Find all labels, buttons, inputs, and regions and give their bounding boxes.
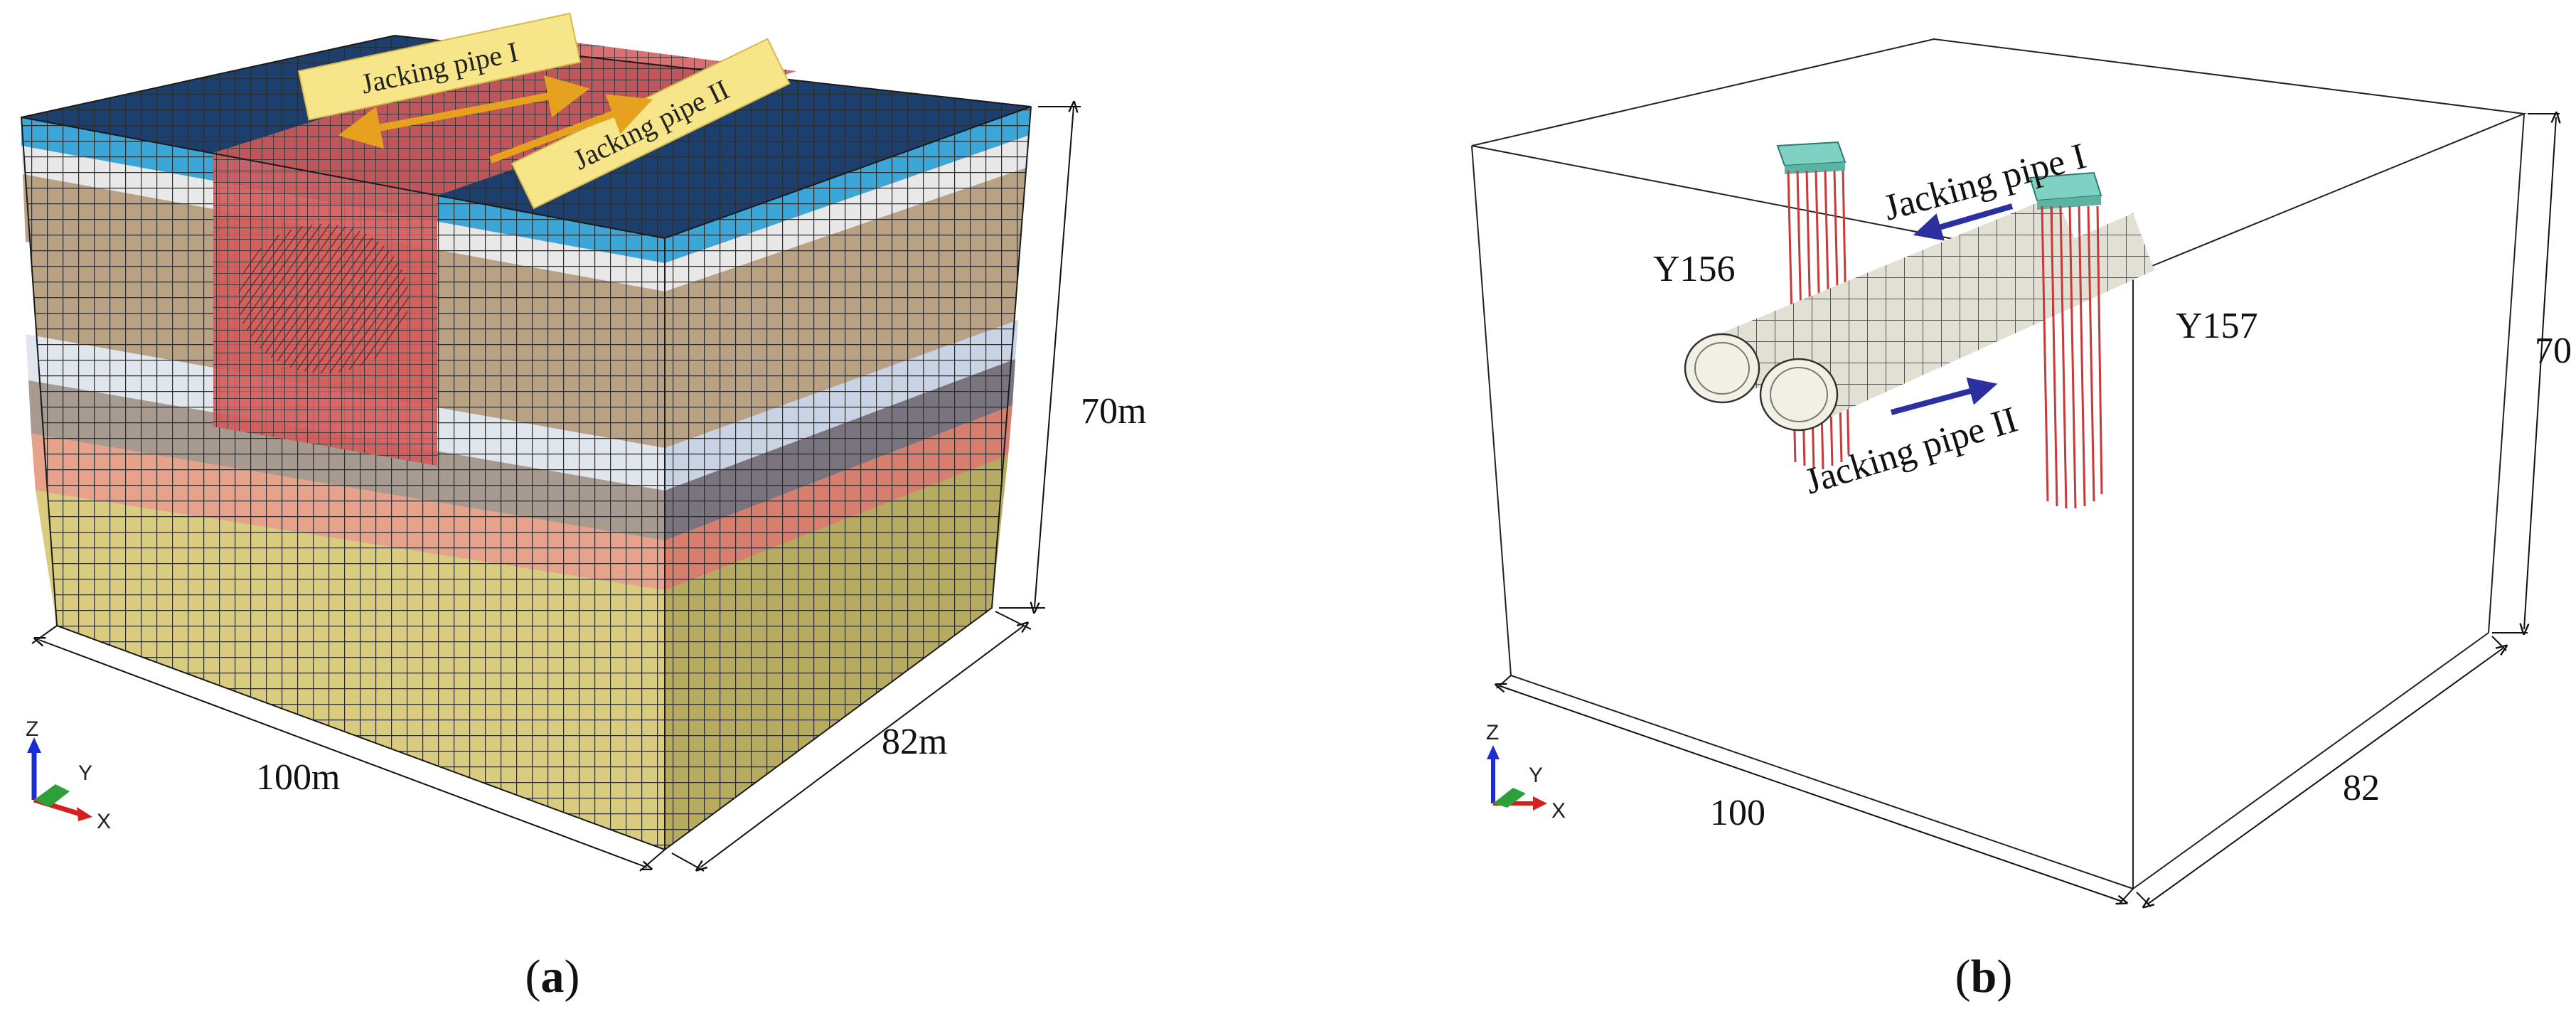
direction-arrow-1 xyxy=(338,75,590,149)
width-label-b: 100 xyxy=(1710,793,1765,833)
dimension-height: 70m xyxy=(999,107,1146,608)
depth-label-b: 82 xyxy=(2343,768,2380,808)
pile-group-y157 xyxy=(2029,171,2103,509)
jacking-pipe-1 xyxy=(1684,196,2076,404)
axis-z-label-b: Z xyxy=(1486,721,1499,744)
dimension-width-b: 100 xyxy=(1497,675,2134,905)
axis-y-label: Y xyxy=(78,761,92,785)
axis-x-label: X xyxy=(97,810,111,833)
axis-y-label-b: Y xyxy=(1529,764,1543,787)
axis-x-label-b: X xyxy=(1551,799,1566,823)
axis-triad-a: Z Y X xyxy=(26,717,111,833)
dimension-depth-b: 82 xyxy=(2136,636,2506,907)
caption-b: (b) xyxy=(1955,951,2013,1002)
dimension-height-b: 70 xyxy=(2492,114,2572,633)
front-face xyxy=(21,117,665,850)
height-label: 70m xyxy=(1081,391,1146,432)
direction-arrow-b2 xyxy=(1890,377,1998,415)
depth-label: 82m xyxy=(882,722,947,762)
width-label: 100m xyxy=(256,757,340,798)
panel-b-pipe-pile-model: Jacking pipe I Jacking pipe II Y156 Y157… xyxy=(1471,38,2572,1002)
axis-triad-b: Z Y X xyxy=(1486,721,1566,823)
direction-arrow-2 xyxy=(489,94,653,164)
panel-a-soil-mesh-model: Jacking pipe I Jacking pipe II 70m 100m … xyxy=(20,12,1146,1002)
axis-z-label: Z xyxy=(26,717,38,741)
dimension-depth: 82m xyxy=(671,611,1032,871)
direction-arrow-b1 xyxy=(1913,203,2014,241)
dimension-width: 100m xyxy=(31,625,666,872)
height-label-b: 70 xyxy=(2535,331,2572,371)
pile-y156-label: Y156 xyxy=(1653,249,1736,289)
caption-a: (a) xyxy=(525,951,580,1002)
pile-y157-label: Y157 xyxy=(2176,306,2258,346)
